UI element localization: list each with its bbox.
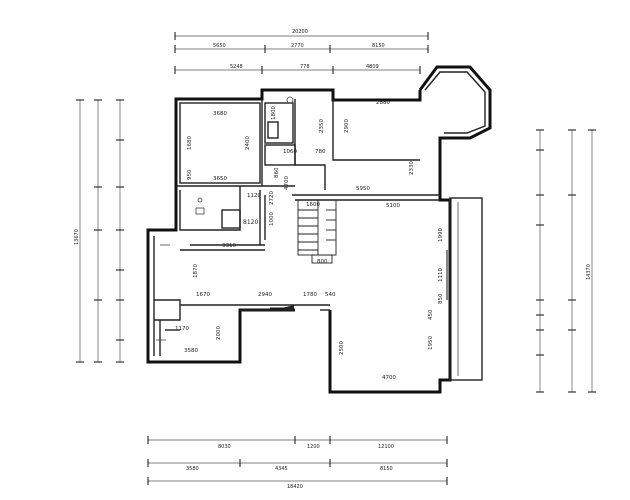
dim-bottom-r1-c: 12100 xyxy=(378,444,394,450)
label-3650: 3650 xyxy=(213,176,227,182)
dim-top-r2-a: 5248 xyxy=(230,64,243,70)
label-1170: 1170 xyxy=(175,326,189,332)
label-2500: 2500 xyxy=(339,341,345,355)
label-1120: 1120 xyxy=(247,193,261,199)
label-2400: 2400 xyxy=(245,136,251,150)
label-450: 450 xyxy=(428,309,434,320)
label-780: 780 xyxy=(315,149,326,155)
label-5950: 5950 xyxy=(356,186,370,192)
dim-bottom-r2-a: 3580 xyxy=(186,466,199,472)
arrow-icon xyxy=(282,305,294,311)
left-dimensions: 13670 xyxy=(74,99,124,363)
label-950: 950 xyxy=(187,169,193,180)
label-1780: 1780 xyxy=(303,292,317,298)
label-1680: 1680 xyxy=(187,136,193,150)
label-1000: 1000 xyxy=(269,212,275,226)
label-1060: 1060 xyxy=(283,149,297,155)
dim-bottom-overall: 18420 xyxy=(287,484,303,490)
label-2000: 2000 xyxy=(216,326,222,340)
label-3680: 3680 xyxy=(213,111,227,117)
label-1990: 1990 xyxy=(438,228,444,242)
bottom-dimensions: 8030 1200 12100 3580 4345 8150 18420 xyxy=(147,436,448,490)
dim-bottom-r2-c: 8150 xyxy=(380,466,393,472)
label-850: 850 xyxy=(438,293,444,304)
label-860: 860 xyxy=(274,167,280,178)
top-dimensions: 20200 5650 2770 8150 5248 778 4809 xyxy=(174,29,429,74)
label-1950: 1950 xyxy=(428,336,434,350)
label-5100: 5100 xyxy=(386,203,400,209)
label-1110: 1110 xyxy=(438,268,444,282)
label-2330: 2330 xyxy=(409,161,415,175)
label-2900: 2900 xyxy=(344,119,350,133)
dim-top-overall: 20200 xyxy=(292,29,308,35)
dim-top-r2-b: 778 xyxy=(300,64,310,70)
dim-left-total: 13670 xyxy=(74,229,80,245)
dim-top-r2-c: 4809 xyxy=(366,64,379,70)
label-1670: 1670 xyxy=(196,292,210,298)
dim-top-r1-b: 2770 xyxy=(291,43,304,49)
room-labels: 3680 1680 2400 3650 950 1800 1060 780 23… xyxy=(175,100,444,381)
dim-top-r1-a: 5650 xyxy=(213,43,226,49)
label-800: 800 xyxy=(317,259,328,265)
dim-right-total: 14370 xyxy=(586,264,592,280)
label-3310: 3310 xyxy=(222,243,236,249)
label-1800: 1800 xyxy=(271,106,277,120)
label-4700b: 4700 xyxy=(382,375,396,381)
label-box-8120: 8120 xyxy=(243,219,258,226)
fixtures xyxy=(156,197,294,341)
dim-bottom-r2-b: 4345 xyxy=(275,466,288,472)
label-540: 540 xyxy=(325,292,336,298)
label-2720: 2720 xyxy=(269,191,275,205)
label-4700a: 4700 xyxy=(284,176,290,190)
dim-bottom-r1-b: 1200 xyxy=(307,444,320,450)
label-2350: 2350 xyxy=(319,119,325,133)
label-2880: 2880 xyxy=(376,100,390,106)
dim-bottom-r1-a: 8030 xyxy=(218,444,231,450)
label-3580: 3580 xyxy=(184,348,198,354)
right-dimensions: 14370 xyxy=(536,129,596,393)
label-2940: 2940 xyxy=(258,292,272,298)
label-1870: 1870 xyxy=(193,264,199,278)
staircase xyxy=(297,199,337,264)
label-1600: 1600 xyxy=(306,202,320,208)
dim-top-r1-c: 8150 xyxy=(372,43,385,49)
interior-walls xyxy=(154,96,440,356)
